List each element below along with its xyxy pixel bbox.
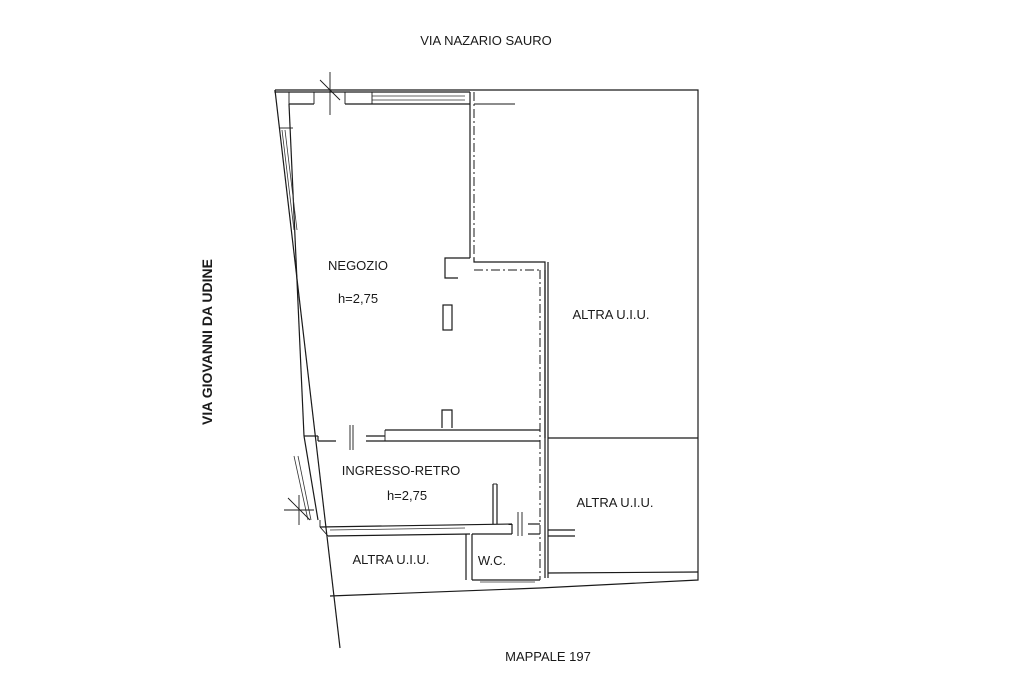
street-label-west: VIA GIOVANNI DA UDINE bbox=[199, 259, 215, 425]
room-label-ingresso: INGRESSO-RETRO bbox=[342, 463, 460, 478]
street-label-south: MAPPALE 197 bbox=[505, 649, 591, 664]
room-label-altra-uiu-south: ALTRA U.I.U. bbox=[352, 552, 429, 567]
room-label-altra-uiu-north: ALTRA U.I.U. bbox=[572, 307, 649, 322]
outer-boundary bbox=[274, 89, 699, 649]
room-height-negozio: h=2,75 bbox=[338, 291, 378, 306]
street-label-north: VIA NAZARIO SAURO bbox=[420, 33, 551, 48]
survey-marks bbox=[284, 72, 344, 525]
room-label-altra-uiu-east: ALTRA U.I.U. bbox=[576, 495, 653, 510]
room-height-ingresso: h=2,75 bbox=[387, 488, 427, 503]
room-label-wc: W.C. bbox=[478, 553, 506, 568]
room-label-negozio: NEGOZIO bbox=[328, 258, 388, 273]
shop-walls bbox=[274, 90, 699, 583]
